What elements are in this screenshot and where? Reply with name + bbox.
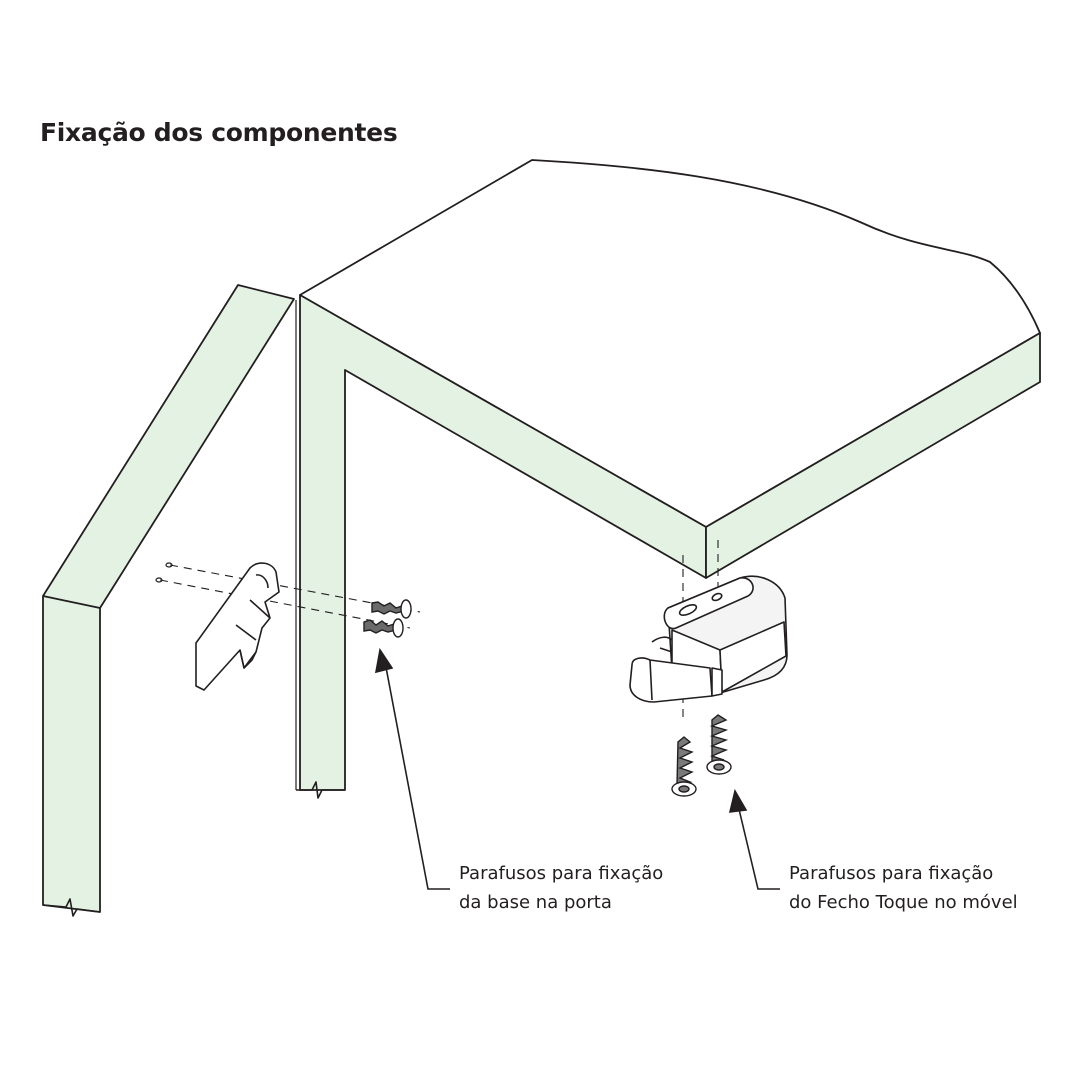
cabinet-top-face (299, 159, 1041, 528)
door-break (42, 898, 101, 917)
callout-line: Parafusos para fixação (459, 863, 664, 884)
door-panel (42, 284, 295, 917)
callout-line: da base na porta (459, 892, 612, 913)
callout-furniture-screws: Parafusos para fixação do Fecho Toque no… (789, 859, 1018, 917)
screw-icon (671, 736, 697, 797)
leader-furniture-screws (728, 788, 780, 890)
cabinet-top-panel (295, 159, 1041, 799)
furniture-screws (671, 714, 732, 797)
cabinet-top-side-edge (705, 332, 1041, 579)
door-base-screws (363, 599, 412, 638)
callout-line: do Fecho Toque no móvel (789, 892, 1018, 913)
screw-icon (363, 618, 404, 638)
alignment-line-ends (155, 562, 173, 583)
door-base-bracket-icon (195, 562, 280, 691)
callout-door-base-screws: Parafusos para fixação da base na porta (459, 859, 663, 917)
page-title: Fixação dos componentes (40, 118, 398, 147)
callout-line: Parafusos para fixação (789, 863, 994, 884)
screw-icon (371, 599, 412, 619)
screw-icon (706, 714, 732, 775)
touch-latch-icon (629, 575, 788, 703)
leader-door-screws (374, 647, 450, 890)
cabinet-side-break (296, 781, 345, 799)
